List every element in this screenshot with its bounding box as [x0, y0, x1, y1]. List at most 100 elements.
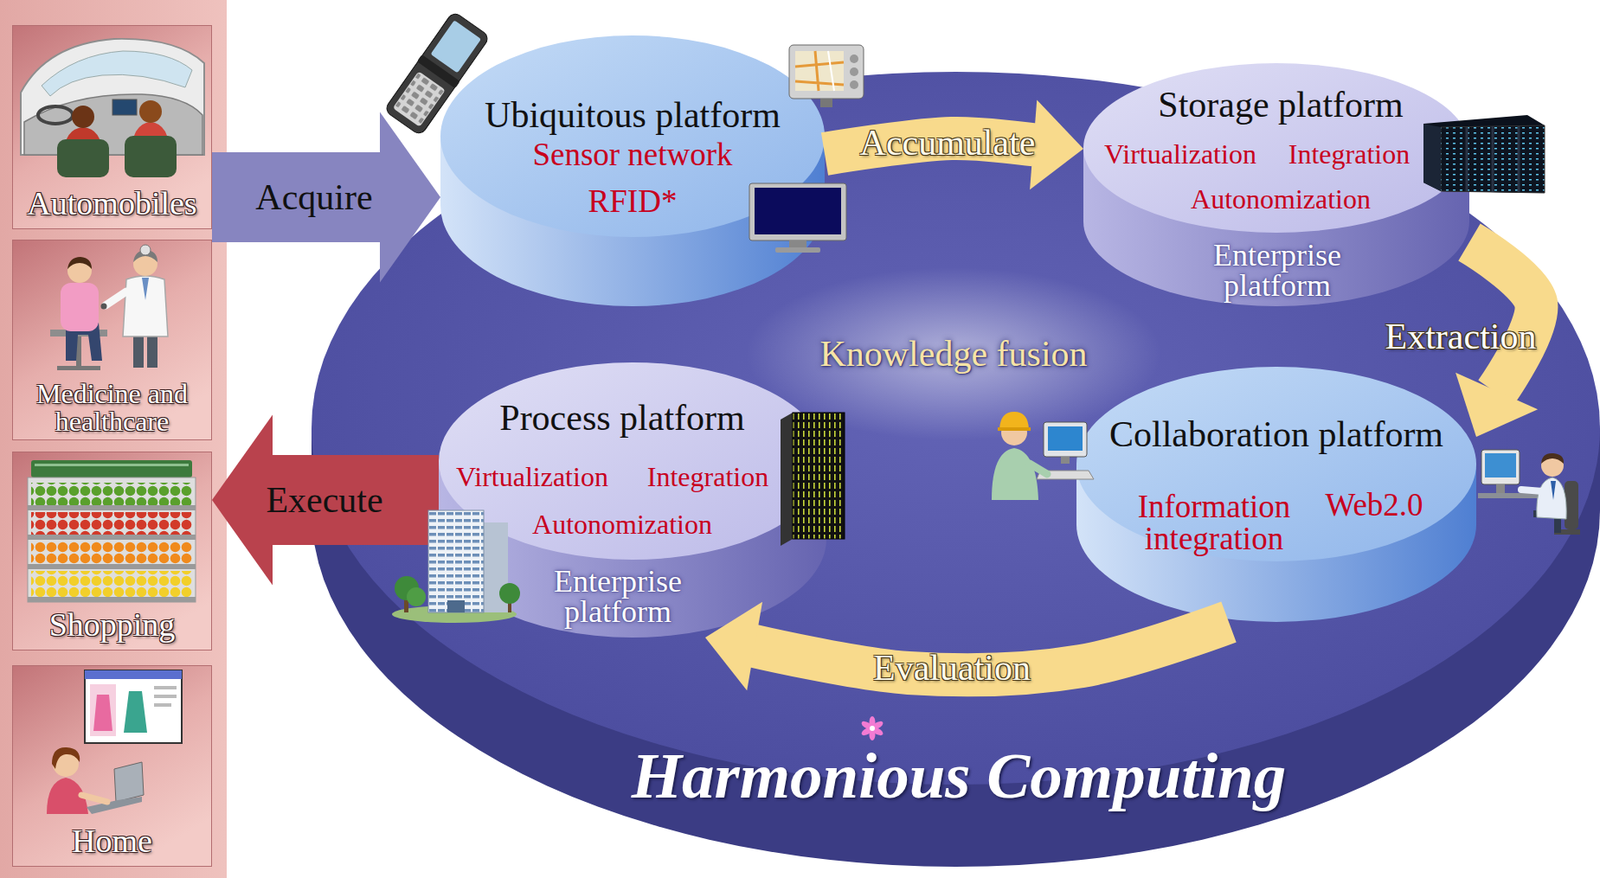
platform-cylinder: Process platformVirtualization Integratio…	[438, 362, 827, 638]
flat-tv-icon	[775, 247, 821, 253]
car-navigation-icon	[820, 98, 833, 108]
feature-label: Autonomization	[532, 509, 713, 540]
office-worker-icon	[1477, 493, 1539, 499]
office-building-icon	[406, 587, 426, 607]
flat-tv-icon	[754, 187, 842, 235]
produce-shelf-icon	[27, 505, 196, 511]
flat-tv-icon	[789, 240, 807, 248]
cyl-outline	[440, 35, 825, 238]
produce-shelf-icon	[27, 564, 196, 570]
platform-subtitle: Enterprise platform	[522, 566, 714, 628]
produce-shelf-icon	[27, 460, 196, 603]
office-building-icon	[447, 600, 465, 613]
produce-shelf-icon	[27, 477, 196, 603]
office-worker-icon	[1550, 481, 1556, 501]
car-interior-icon	[112, 99, 137, 116]
arrow-label: Evaluation	[873, 648, 1031, 688]
car-navigation-icon	[849, 80, 859, 90]
platform-cylinder: Collaboration platformInformation integr…	[1076, 366, 1477, 623]
arrow-head	[212, 415, 273, 586]
platform-title: Process platform	[499, 398, 745, 438]
tile-outline	[12, 25, 213, 230]
home-shopper-icon	[84, 670, 182, 744]
office-worker-icon	[1521, 489, 1544, 492]
home-shopper-icon	[154, 686, 177, 690]
produce-shelf-icon	[27, 597, 196, 603]
feature-label: Integration	[1288, 139, 1410, 170]
tile-outline	[12, 452, 213, 651]
home-shopper-icon	[114, 762, 144, 803]
tile-outline	[12, 666, 213, 868]
car-interior-icon	[57, 139, 110, 178]
home-shopper-icon	[51, 747, 80, 770]
office-worker-icon	[1481, 449, 1520, 485]
produce-shelf-icon	[31, 482, 193, 506]
engineer-icon	[997, 427, 1031, 431]
feature-label: Information integration	[1127, 490, 1301, 555]
scene-label: Automobiles	[15, 186, 209, 223]
storage-array-icon	[1423, 115, 1545, 193]
arrow-label: Accumulate	[860, 122, 1036, 163]
car-navigation-icon	[849, 54, 859, 64]
cyl-outline	[1076, 366, 1477, 562]
storage-array-icon	[1423, 123, 1441, 192]
storage-array-icon	[1440, 125, 1545, 193]
center-label: Knowledge fusion	[819, 334, 1087, 374]
doctor-patient-icon	[57, 366, 101, 371]
mobile-phone-icon	[430, 19, 482, 73]
scene-panel-ground	[0, 0, 227, 878]
platform-subtitle: Enterprise platform	[1182, 240, 1373, 302]
disc-outline	[745, 267, 1162, 441]
feature-label: Web2.0	[1324, 488, 1423, 524]
office-building-icon	[428, 510, 484, 613]
produce-shelf-icon	[31, 541, 193, 565]
computing-disc: Knowledge fusionHarmonious ComputingUbiq…	[311, 71, 1600, 868]
car-navigation-icon	[789, 44, 864, 99]
scene-tile: Automobiles	[12, 25, 213, 230]
storage-array-icon	[1466, 126, 1519, 193]
feature-label: Integration	[647, 462, 769, 493]
home-shopper-icon	[123, 691, 148, 733]
feature-label: Virtualization	[456, 462, 609, 493]
arrow-label: Execute	[265, 480, 383, 521]
car-navigation-icon	[849, 67, 859, 77]
produce-shelf-icon	[31, 460, 193, 478]
mobile-phone-icon	[394, 73, 444, 126]
feature-label: RFID*	[588, 184, 678, 220]
produce-shelf-icon	[31, 512, 193, 535]
feature-label: Sensor network	[532, 137, 733, 174]
doctor-patient-icon	[122, 276, 168, 337]
server-rack-icon	[780, 412, 793, 547]
arrow-label: Extraction	[1385, 316, 1537, 357]
doctor-patient-icon	[140, 244, 151, 256]
cyl-outline	[438, 362, 827, 560]
scene-tile: Shopping	[12, 451, 213, 651]
feature-label: Virtualization	[1104, 139, 1257, 170]
storage-array-icon	[1423, 115, 1545, 193]
arrow-label: Acquire	[255, 177, 373, 218]
flat-tv-icon	[749, 183, 847, 241]
feature-label: Autonomization	[1190, 184, 1371, 215]
car-interior-icon	[139, 100, 162, 123]
doctor-patient-icon	[60, 282, 99, 332]
doctor-patient-icon	[141, 277, 149, 301]
home-shopper-icon	[154, 703, 172, 707]
home-shopper-icon	[154, 694, 177, 699]
tile-outline	[12, 240, 213, 441]
server-rack-icon	[780, 412, 845, 547]
produce-shelf-icon	[34, 463, 189, 467]
home-shopper-icon	[93, 694, 113, 732]
scene-tile: Home	[12, 665, 213, 868]
office-building-icon	[499, 583, 521, 605]
car-interior-icon	[71, 105, 95, 129]
car-navigation-icon	[795, 51, 844, 91]
platform-title: Storage platform	[1157, 84, 1403, 125]
car-interior-icon	[38, 106, 73, 124]
engineer-icon	[1060, 456, 1070, 464]
scene-label: Home	[15, 823, 209, 861]
flower-ornament	[869, 726, 875, 732]
platform-cylinder: Storage platformVirtualization Integratio…	[1083, 63, 1470, 307]
car-interior-icon	[124, 135, 177, 178]
scene-label: Medicine and healthcare	[15, 379, 209, 436]
